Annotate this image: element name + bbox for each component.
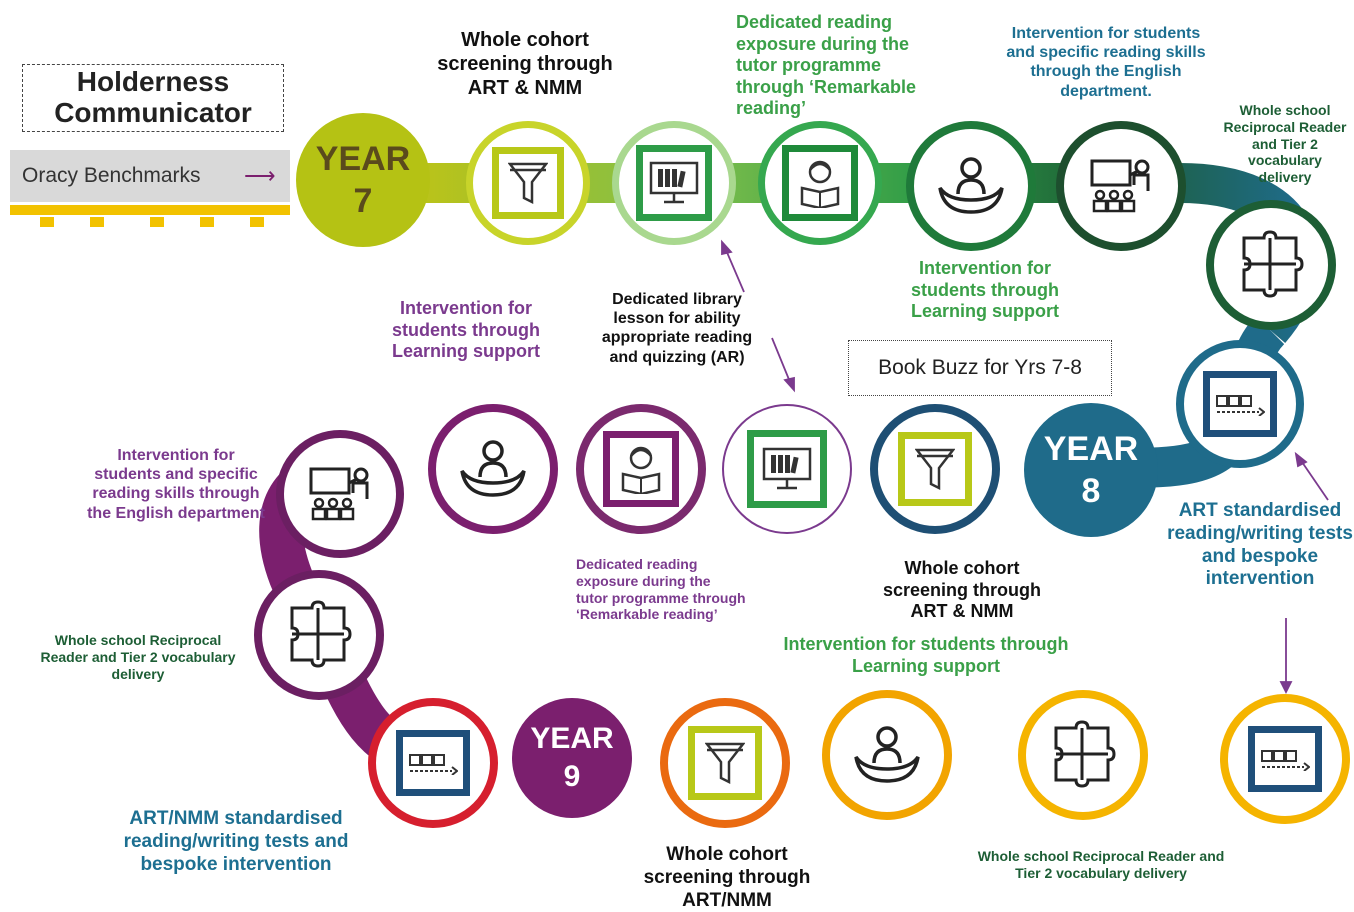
- brand-line2: Communicator: [54, 97, 252, 128]
- year-9-label: YEAR: [530, 722, 614, 755]
- yellow-stripe: [10, 205, 290, 215]
- arrow-right-icon: ⟶: [244, 163, 276, 188]
- funnel-icon: [705, 742, 745, 785]
- label-learning-support-purple: Intervention for students through Learni…: [392, 298, 540, 362]
- step-english-y7: [1056, 121, 1186, 251]
- label-english-dept-left: Intervention for students and specific r…: [87, 447, 265, 522]
- label-library: Dedicated library lesson for ability app…: [601, 291, 753, 366]
- puzzle-icon: [290, 600, 352, 668]
- test-progress-icon: [1216, 395, 1265, 416]
- step-library-y8: [722, 404, 852, 534]
- step-remarkable-y8: [576, 404, 706, 534]
- year-7-badge: YEAR 7: [296, 113, 430, 247]
- supported-person-icon: [460, 440, 526, 497]
- label-whole-cohort-top: Whole cohort screening through ART & NMM: [437, 29, 613, 99]
- year-8-number: 8: [1081, 472, 1101, 510]
- label-reciprocal-right: Whole school Reciprocal Reader and Tier …: [1223, 102, 1347, 186]
- year-7-number: 7: [353, 182, 373, 220]
- step-support-y7: [906, 121, 1036, 251]
- label-whole-cohort-mid: Whole cohort screening through ART & NMM: [882, 558, 1041, 622]
- step-reciprocal-y9: [1018, 690, 1148, 820]
- label-art-nmm-bottom: ART/NMM standardised reading/writing tes…: [123, 808, 349, 875]
- year-9-number: 9: [563, 760, 581, 793]
- step-art-y9: [368, 698, 498, 828]
- arrow-head-up: [721, 239, 733, 256]
- step-reciprocal-y8: [254, 570, 384, 700]
- step-library-y7: [612, 121, 736, 245]
- label-reciprocal-left: Whole school Reciprocal Reader and Tier …: [40, 632, 236, 682]
- arrow-head-down: [783, 376, 795, 393]
- teacher-class-icon: [309, 467, 369, 521]
- puzzle-icon: [1242, 230, 1304, 298]
- step-english-y8: [276, 430, 404, 558]
- label-remarkable-top: Dedicated reading exposure during the tu…: [736, 12, 917, 119]
- step-remarkable-y7: [758, 121, 882, 245]
- supported-person-icon: [938, 157, 1004, 214]
- label-whole-cohort-bottom: Whole cohort screening through ART/NMM: [643, 844, 811, 911]
- funnel-icon: [508, 162, 548, 205]
- step-screening-y9: [660, 698, 790, 828]
- year-8-badge: YEAR 8: [1024, 403, 1158, 537]
- label-english-dept-top: Intervention for students and specific r…: [1006, 25, 1206, 100]
- computer-books-icon: [762, 447, 812, 490]
- step-screening-y7: [466, 121, 590, 245]
- step-support-y9: [822, 690, 952, 820]
- step-art-y9-final: [1220, 694, 1350, 824]
- oracy-label: Oracy Benchmarks: [22, 164, 201, 187]
- label-reciprocal-bottom: Whole school Reciprocal Reader and Tier …: [977, 848, 1225, 881]
- teacher-class-icon: [1090, 159, 1150, 213]
- funnel-icon: [915, 448, 955, 491]
- arrow-head-art: [1294, 451, 1308, 468]
- step-support-y8: [428, 404, 558, 534]
- arrow-head-final: [1279, 681, 1293, 695]
- step-screening-y8: [870, 404, 1000, 534]
- step-reciprocal-y7: [1206, 200, 1336, 330]
- label-learning-support-bottom: Intervention for students through Learni…: [783, 634, 1069, 676]
- step-art-y8: [1176, 340, 1304, 468]
- reader-icon: [800, 160, 840, 208]
- brand-line1: Holderness: [76, 66, 230, 98]
- brand-box: Holderness Communicator: [22, 64, 284, 132]
- label-remarkable-mid: Dedicated reading exposure during the tu…: [576, 556, 746, 623]
- oracy-banner: Oracy Benchmarks ⟶: [10, 150, 290, 202]
- year-7-label: YEAR: [315, 140, 411, 178]
- year-8-label: YEAR: [1043, 430, 1139, 468]
- puzzle-icon: [1054, 720, 1116, 788]
- test-progress-icon: [1261, 750, 1310, 771]
- book-buzz-label: Book Buzz for Yrs 7-8: [878, 356, 1082, 379]
- label-learning-support-green: Intervention for students through Learni…: [911, 258, 1059, 322]
- supported-person-icon: [854, 726, 920, 783]
- book-buzz-box: Book Buzz for Yrs 7-8: [848, 340, 1112, 396]
- test-progress-icon: [409, 754, 458, 775]
- label-art-right: ART standardised reading/writing tests a…: [1167, 500, 1353, 590]
- year-9-badge: YEAR 9: [512, 698, 632, 818]
- reader-icon: [621, 446, 661, 494]
- computer-books-icon: [649, 161, 699, 204]
